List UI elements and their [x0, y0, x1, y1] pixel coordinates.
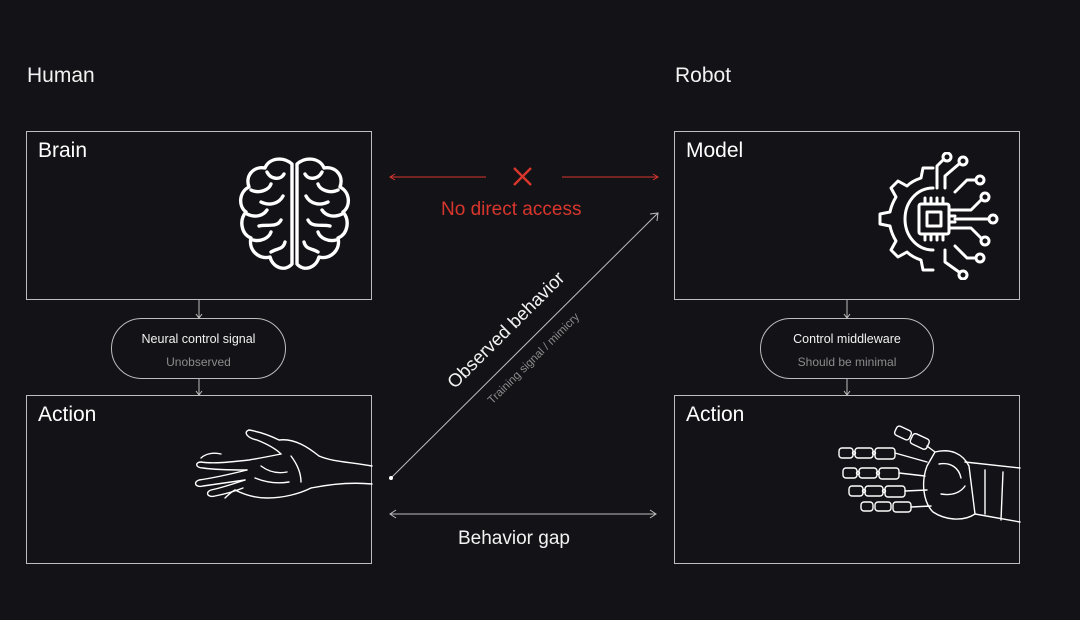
- human-heading: Human: [27, 64, 95, 87]
- brain-panel: Brain: [26, 131, 372, 300]
- chip-gear-icon: [878, 152, 999, 280]
- robot-heading: Robot: [675, 64, 732, 87]
- model-panel: Model: [674, 131, 1020, 300]
- unobserved-label: Unobserved: [166, 355, 231, 369]
- model-title: Model: [686, 139, 744, 162]
- human-hand-icon: [194, 429, 373, 499]
- neural-control-pill: Neural control signal Unobserved: [111, 318, 286, 379]
- no-access-label: No direct access: [441, 199, 582, 220]
- observed-behavior-line: [390, 212, 659, 479]
- control-middleware-label: Control middleware: [793, 332, 901, 346]
- no-access-line: [389, 173, 659, 181]
- behavior-gap-label: Behavior gap: [458, 528, 570, 549]
- human-action-title: Action: [38, 403, 97, 426]
- brain-icon: [239, 157, 350, 270]
- cross-icon: [513, 167, 532, 186]
- brain-title: Brain: [38, 139, 88, 162]
- should-be-minimal-label: Should be minimal: [797, 355, 897, 369]
- observed-origin-dot: [389, 476, 393, 480]
- robot-action-panel: Action: [674, 395, 1021, 564]
- neural-control-label: Neural control signal: [141, 332, 256, 346]
- control-middleware-pill: Control middleware Should be minimal: [760, 318, 934, 379]
- robot-action-title: Action: [686, 403, 745, 426]
- robot-hand-icon: [838, 425, 1021, 523]
- human-action-panel: Action: [26, 395, 373, 564]
